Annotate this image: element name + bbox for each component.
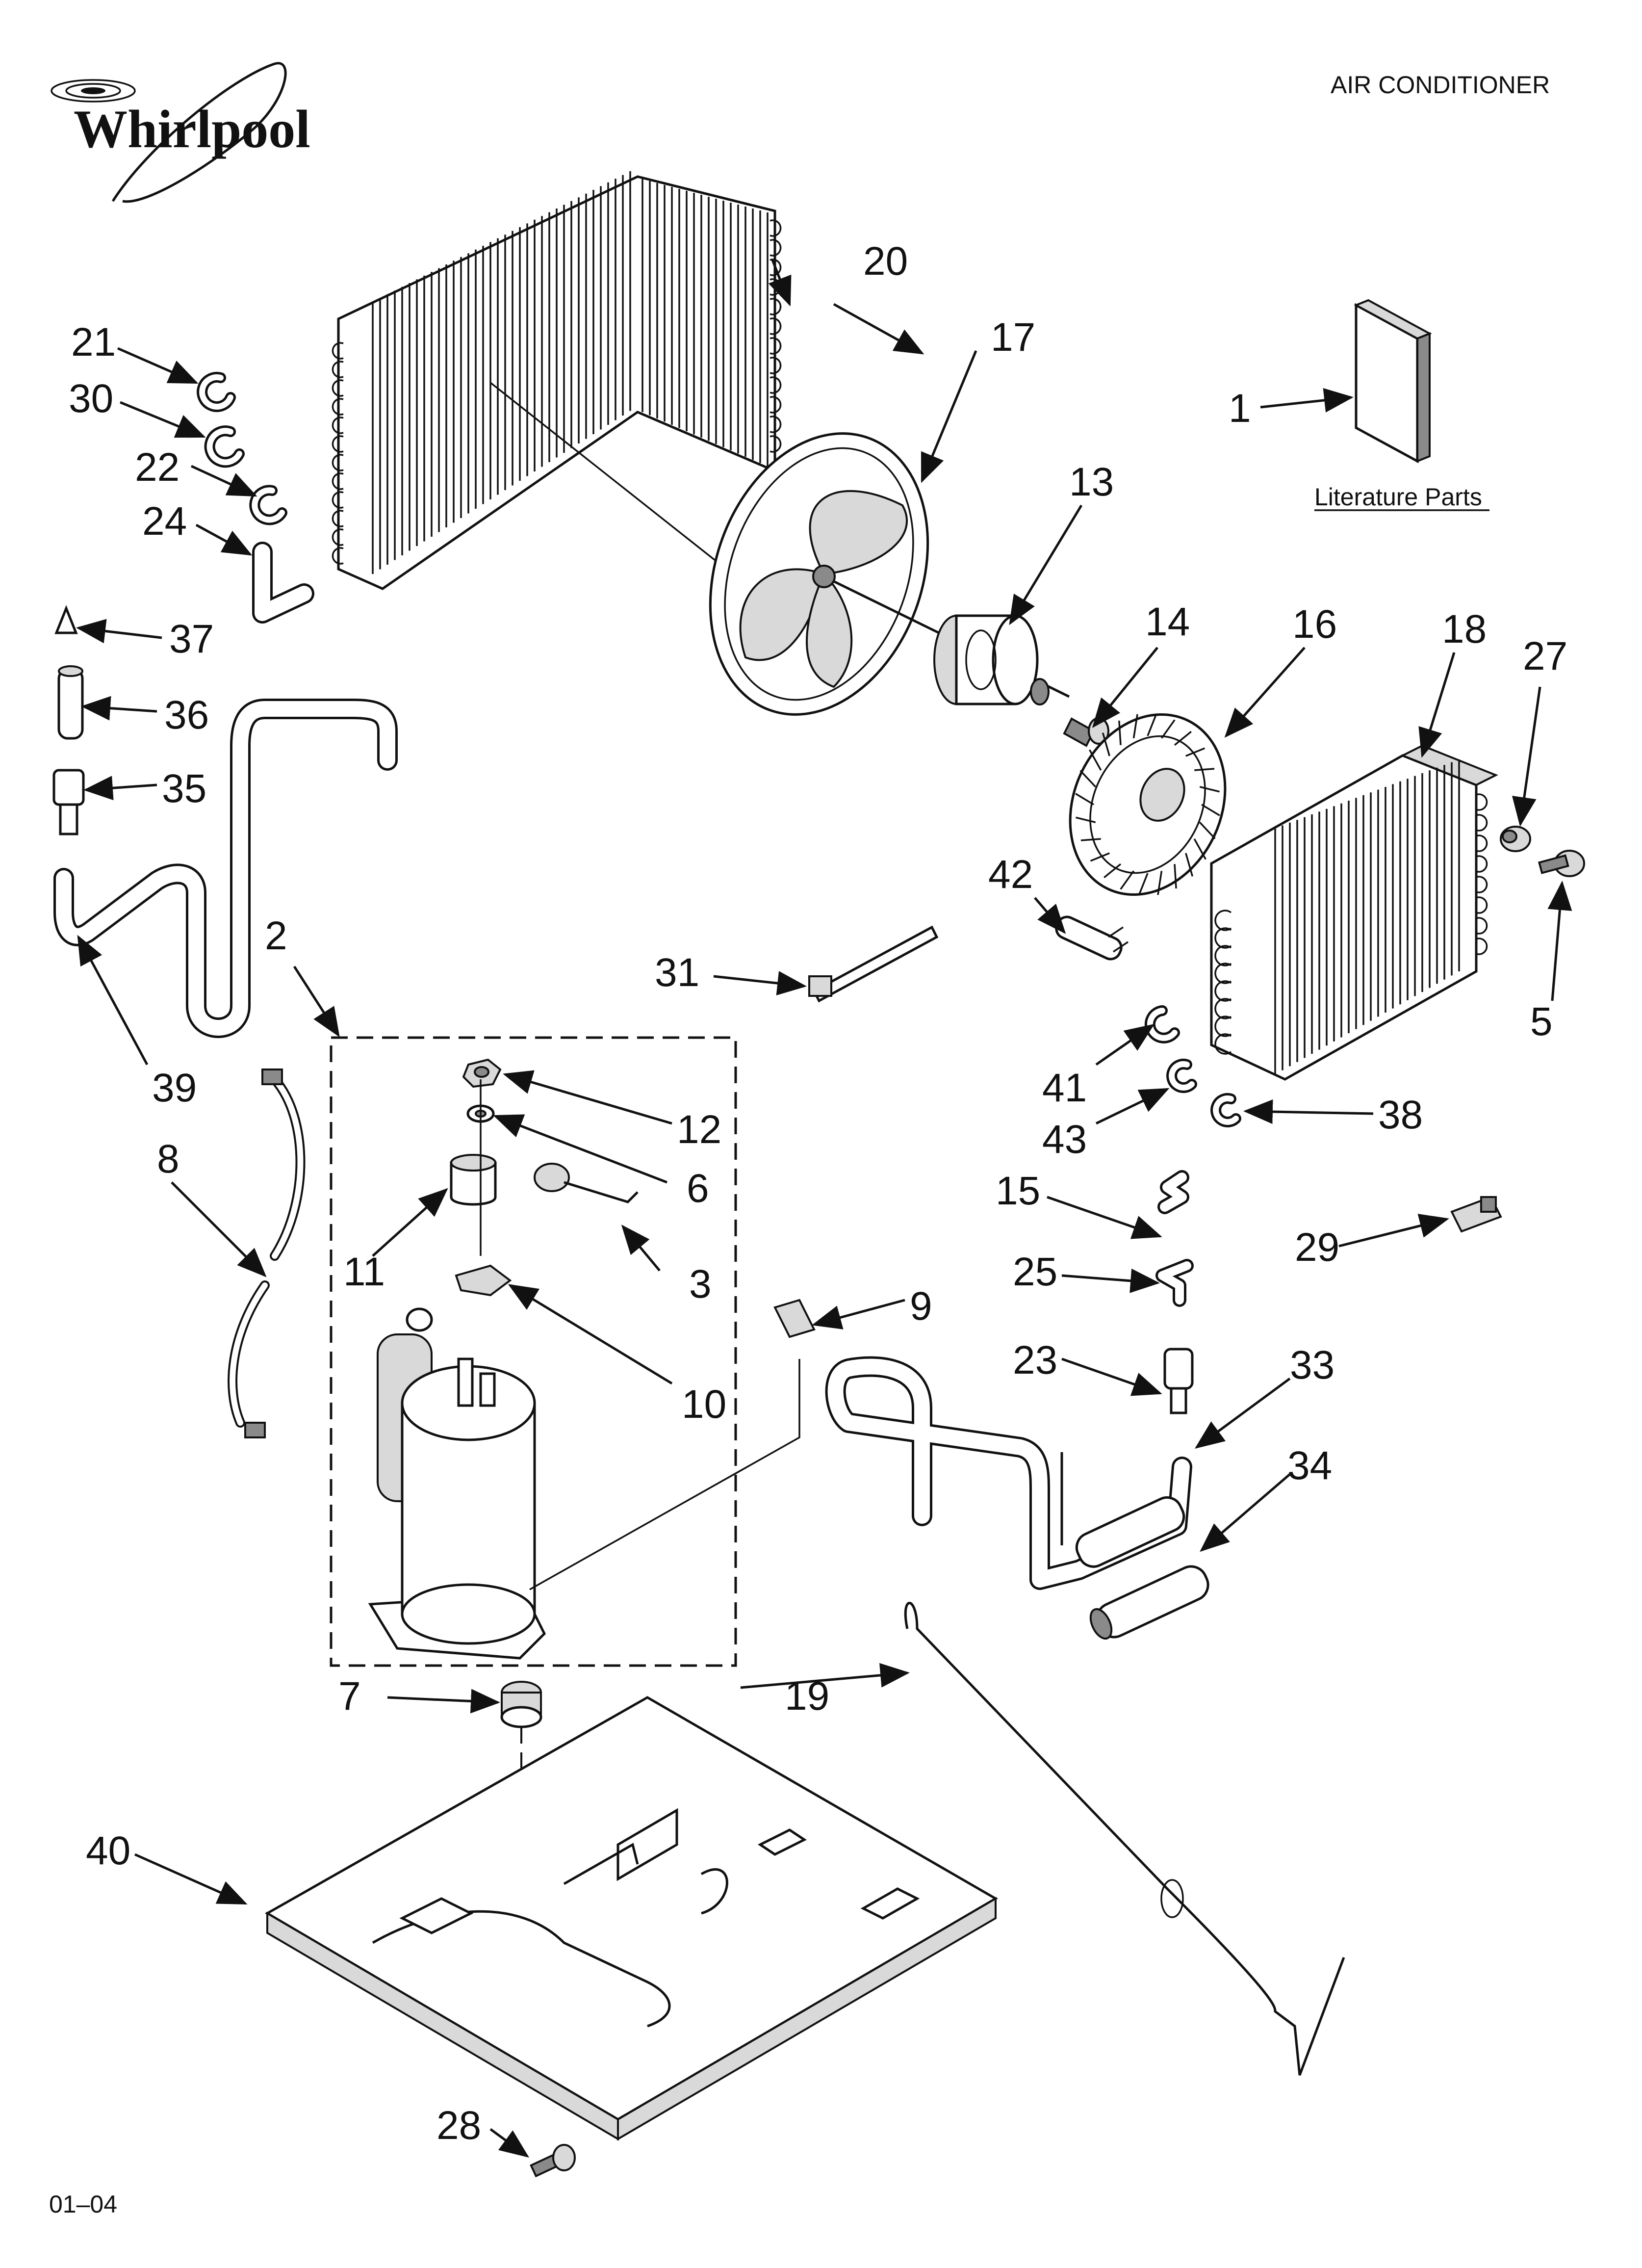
tube-39 <box>53 699 398 1038</box>
callout-numbers: 1 2 3 5 6 7 8 9 10 11 12 13 14 15 16 17 … <box>69 239 1567 2148</box>
callout-16: 16 <box>1292 602 1337 647</box>
compressor <box>368 1307 546 1660</box>
grommet-11 <box>450 1154 497 1206</box>
callout-11: 11 <box>343 1250 385 1294</box>
callout-20: 20 <box>863 239 908 284</box>
callout-30: 30 <box>69 376 113 421</box>
fitting-35 <box>52 769 85 835</box>
callout-15: 15 <box>996 1169 1040 1213</box>
callout-19: 19 <box>785 1674 829 1719</box>
callout-18: 18 <box>1442 607 1487 652</box>
compressor-group-outline <box>330 1036 737 1667</box>
fan-blade <box>489 382 1070 716</box>
fitting-27 <box>1500 826 1531 852</box>
callout-10: 10 <box>682 1382 726 1427</box>
callout-12: 12 <box>677 1107 721 1152</box>
bracket-29 <box>1450 1196 1502 1233</box>
callout-1: 1 <box>1229 386 1251 431</box>
condenser-coil <box>332 171 782 590</box>
tube-15 <box>1157 1170 1189 1214</box>
callout-22: 22 <box>135 445 180 490</box>
clip-30 <box>204 425 245 468</box>
fan-motor <box>933 614 1050 705</box>
tube-24 <box>252 542 314 624</box>
page-title: AIR CONDITIONER <box>1331 71 1550 99</box>
clip-21 <box>197 371 236 412</box>
tube-33 <box>825 1356 1192 1590</box>
literature-parts: Literature Parts <box>1314 299 1489 511</box>
tube-34 <box>1089 1565 1209 1640</box>
callout-8: 8 <box>157 1137 180 1181</box>
callout-40: 40 <box>86 1828 130 1873</box>
callout-33: 33 <box>1290 1343 1334 1387</box>
tube-42 <box>1055 915 1129 961</box>
callout-29: 29 <box>1295 1225 1339 1270</box>
callout-42: 42 <box>988 852 1033 897</box>
callout-13: 13 <box>1069 460 1114 504</box>
callout-37: 37 <box>169 617 214 661</box>
cable-tie-31 <box>808 925 939 1003</box>
callout-39: 39 <box>152 1066 197 1110</box>
callout-27: 27 <box>1523 634 1567 678</box>
callout-6: 6 <box>687 1166 709 1211</box>
cap-37 <box>54 605 78 634</box>
callout-7: 7 <box>338 1674 361 1719</box>
grommet-7 <box>500 1681 542 1728</box>
callout-21: 21 <box>71 320 116 365</box>
callout-34: 34 <box>1287 1443 1332 1488</box>
tube-25 <box>1155 1259 1194 1307</box>
callout-23: 23 <box>1013 1338 1057 1382</box>
base-pan <box>265 1696 998 2141</box>
bracket-10 <box>455 1264 512 1297</box>
tube-36 <box>57 665 84 740</box>
callout-leaders <box>76 260 1572 2158</box>
callout-17: 17 <box>991 315 1035 360</box>
callout-2: 2 <box>265 913 287 958</box>
callout-41: 41 <box>1042 1066 1087 1110</box>
footer-code: 01–04 <box>49 2190 117 2218</box>
callout-36: 36 <box>164 693 209 737</box>
callout-24: 24 <box>142 499 187 544</box>
screw-5 <box>1538 850 1585 877</box>
callout-35: 35 <box>162 766 206 811</box>
leader-line-9 <box>529 1359 800 1590</box>
callout-38: 38 <box>1378 1093 1423 1137</box>
callout-43: 43 <box>1042 1117 1087 1162</box>
evaporator-coil <box>1210 744 1498 1081</box>
callout-9: 9 <box>910 1284 932 1329</box>
clip-22 <box>249 485 287 525</box>
overload-3 <box>534 1163 639 1203</box>
wire-harness <box>228 1069 306 1438</box>
callout-14: 14 <box>1145 600 1190 644</box>
callout-3: 3 <box>689 1262 712 1306</box>
literature-parts-label: Literature Parts <box>1314 483 1482 511</box>
whirlpool-logo: Whirlpool <box>51 62 310 203</box>
screw-28 <box>530 2144 576 2178</box>
fitting-23 <box>1163 1348 1194 1414</box>
callout-25: 25 <box>1013 1250 1057 1294</box>
clip-38 <box>1210 1093 1241 1127</box>
clip-41 <box>1144 1005 1180 1043</box>
brand-wordmark: Whirlpool <box>74 99 310 159</box>
support-rod <box>904 1602 1345 2076</box>
terminal-cover-9 <box>773 1299 816 1338</box>
clip-43 <box>1166 1059 1197 1093</box>
nut-12 <box>462 1058 502 1088</box>
callout-5: 5 <box>1530 999 1553 1044</box>
callout-28: 28 <box>436 2103 481 2148</box>
callout-31: 31 <box>655 950 699 995</box>
